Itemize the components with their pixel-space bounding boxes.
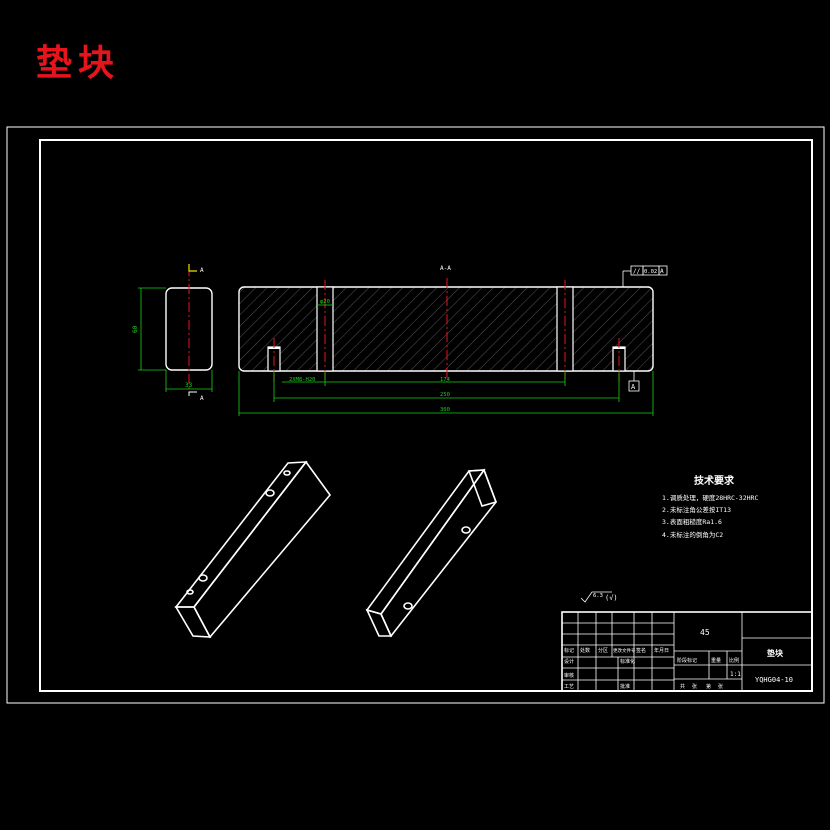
outer-border [6,126,825,704]
dim-hole-dia: φ20 [320,299,330,305]
tech-requirements: 技术要求 1.调质处理，硬度28HRC-32HRC 2.未标注角公差按IT13 … [662,474,758,539]
tol-datum: A [660,268,664,275]
tol-symbol: // [633,268,641,275]
tech-item-3: 3.表面粗糙度Ra1.6 [662,517,722,526]
tb-mid-2: 批准 [620,683,630,690]
section-view: A-A φ20 // [238,265,668,416]
roughness-symbol: 6.3 (√) [580,591,618,603]
inner-border [39,139,813,692]
tb-scale: 1:1 [730,671,741,678]
tb-part-name: 垫块 [767,648,784,658]
datum-letter: A [631,383,636,391]
tb-drawing-number: YQHG04-10 [755,676,793,684]
side-view: A A 60 33 [132,264,213,402]
isometric-view-left [174,460,332,639]
isometric-view-right [365,468,498,638]
tb-sheet-3: 第 [706,683,711,690]
page-title: 垫块 [36,42,121,84]
dim-250: 250 [440,392,450,398]
tb-stage-2: 重量 [711,657,721,664]
tb-row-2: 审核 [564,672,574,679]
roughness-suffix: (√) [605,594,618,602]
tb-stage-1: 阶段标记 [677,657,697,664]
title-block: 标记 处数 分区 更改文件号 签名 年月日 设计 审核 工艺 标准化 批准 45… [561,611,813,692]
tb-stage-3: 比例 [729,657,739,664]
dim-height: 60 [132,325,139,333]
roughness-value: 6.3 [593,593,603,599]
dim-length: 300 [440,407,450,413]
dim-thread: 2XM8-H20 [289,377,316,383]
cut-mark-top: A [200,267,204,274]
tb-hdr-3: 分区 [598,647,608,654]
tb-material: 45 [700,628,710,637]
tb-sheet-2: 张 [692,683,697,690]
tol-value: 0.02 [644,269,657,275]
tech-item-4: 4.未标注的倒角为C2 [662,530,723,539]
section-label: A-A [440,265,451,272]
cut-mark-bottom: A [200,395,204,402]
tb-hdr-1: 标记 [564,647,574,654]
tb-hdr-5: 签名 [636,647,646,654]
tb-sheet-4: 张 [718,683,723,690]
dim-width: 33 [185,382,193,389]
tb-row-1: 设计 [564,658,574,665]
parallelism-frame: // 0.02 A [630,265,668,276]
tb-mid-1: 标准化 [620,658,635,665]
tech-item-1: 1.调质处理，硬度28HRC-32HRC [662,493,758,502]
tb-hdr-2: 处数 [580,647,590,654]
tb-hdr-6: 年月日 [654,647,669,654]
tb-sheet-1: 共 [680,683,685,690]
tb-row-3: 工艺 [564,684,574,690]
tech-item-2: 2.未标注角公差按IT13 [662,505,731,514]
tech-title: 技术要求 [694,474,735,487]
tb-hdr-4: 更改文件号 [613,647,636,654]
dim-hole-span: 174 [440,377,451,383]
